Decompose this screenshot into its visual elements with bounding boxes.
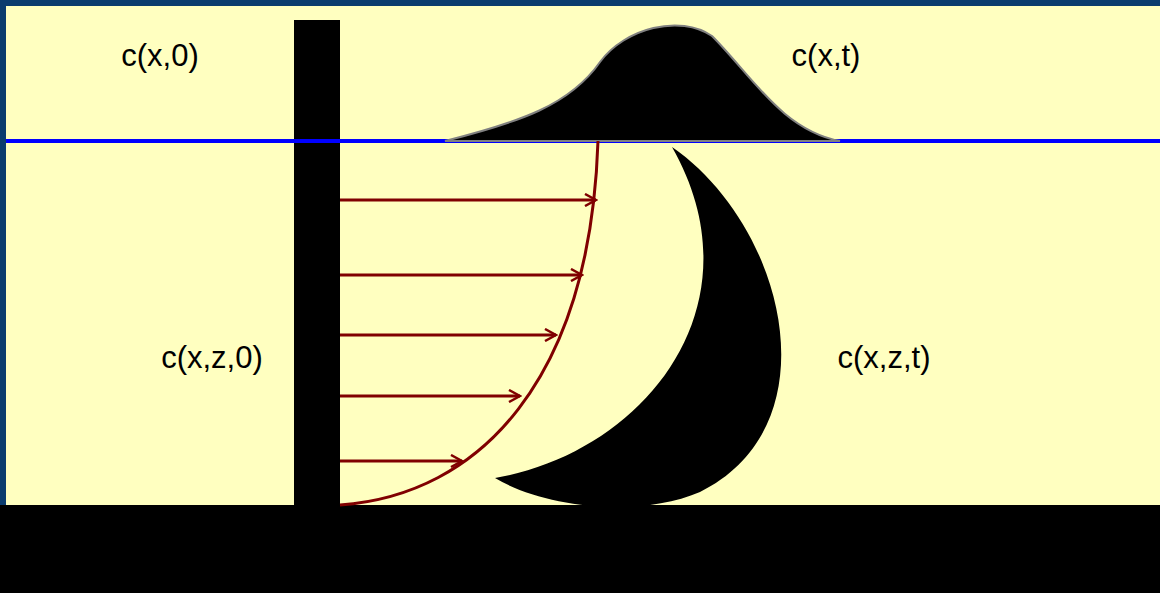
concentration-label: c(x,z,0) [161,342,263,373]
velocity-arrow [340,274,582,277]
concentration-label: c(x,z,t) [838,342,931,373]
velocity-arrow [340,334,556,337]
velocity-arrow [340,460,462,463]
concentration-label: c(x,0) [121,40,199,71]
velocity-profile [340,141,598,505]
depth-averaged-concentration [445,25,840,141]
source-bar [294,20,340,506]
velocity-arrow [340,395,520,398]
concentration-label: c(x,t) [792,40,861,71]
velocity-arrow [340,199,596,202]
water-background [6,6,1160,506]
bed [0,505,1160,593]
